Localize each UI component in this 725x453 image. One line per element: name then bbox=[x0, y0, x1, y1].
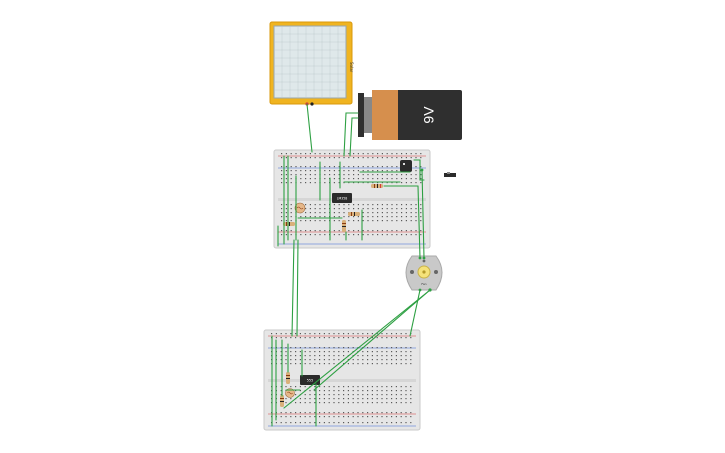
motor-label: Fan bbox=[421, 282, 426, 286]
breadboard-bottom[interactable] bbox=[263, 329, 421, 431]
resistor-top-right[interactable] bbox=[371, 184, 383, 188]
solar-panel[interactable]: Solar bbox=[269, 21, 354, 106]
bottom-chip-label: 555 bbox=[307, 379, 313, 383]
top-chip-label: LM358 bbox=[337, 197, 348, 201]
battery-voltage-label: 9V bbox=[421, 106, 437, 124]
slide-switch-icon bbox=[444, 173, 456, 177]
bottom-chip[interactable]: 555 bbox=[300, 375, 320, 385]
photoresistor-bottom[interactable] bbox=[285, 388, 295, 398]
solar-panel-grid bbox=[274, 26, 346, 98]
transistor-icon bbox=[400, 160, 412, 172]
wire-board-link-2[interactable] bbox=[296, 239, 299, 337]
wire-battery-negative[interactable] bbox=[349, 117, 359, 157]
wires bbox=[271, 103, 431, 427]
resistor-top-vertical[interactable] bbox=[342, 220, 346, 232]
solar-panel-label: Solar bbox=[349, 62, 354, 73]
solar-terminal-negative[interactable] bbox=[310, 102, 314, 106]
battery-cap bbox=[358, 93, 364, 137]
wire-motor-bottom-1[interactable] bbox=[409, 289, 421, 337]
wire-endpoints bbox=[418, 168, 432, 292]
battery[interactable]: 9V bbox=[358, 90, 462, 140]
photoresistor-top[interactable] bbox=[294, 202, 306, 214]
dc-motor[interactable]: Fan bbox=[405, 255, 443, 291]
wire-motor-bottom-2[interactable] bbox=[313, 289, 431, 391]
wire-to-motor-top[interactable] bbox=[421, 169, 425, 259]
wire-solar-positive[interactable] bbox=[306, 103, 313, 153]
battery-connector bbox=[364, 97, 372, 133]
solar-panel-glass bbox=[273, 25, 347, 99]
resistor-bottom-1[interactable] bbox=[286, 372, 290, 384]
wire-battery-positive[interactable] bbox=[343, 112, 359, 157]
battery-wrap bbox=[372, 90, 398, 140]
resistor-top-mid[interactable] bbox=[348, 212, 360, 216]
resistor-top-left[interactable] bbox=[283, 222, 295, 226]
resistor-bottom-2[interactable] bbox=[280, 395, 284, 407]
transistor-mark bbox=[403, 163, 405, 165]
top-chip[interactable]: LM358 bbox=[332, 193, 352, 203]
wire-to-motor-top-2[interactable] bbox=[417, 185, 421, 259]
ic-chip-icon bbox=[332, 193, 352, 203]
wire-motor-bottom-3[interactable] bbox=[283, 289, 431, 409]
slide-switch[interactable] bbox=[444, 172, 456, 177]
transistor-top[interactable] bbox=[400, 160, 412, 172]
wire-board-link-1[interactable] bbox=[291, 239, 295, 337]
breadboard-bottom-channel bbox=[268, 379, 416, 382]
